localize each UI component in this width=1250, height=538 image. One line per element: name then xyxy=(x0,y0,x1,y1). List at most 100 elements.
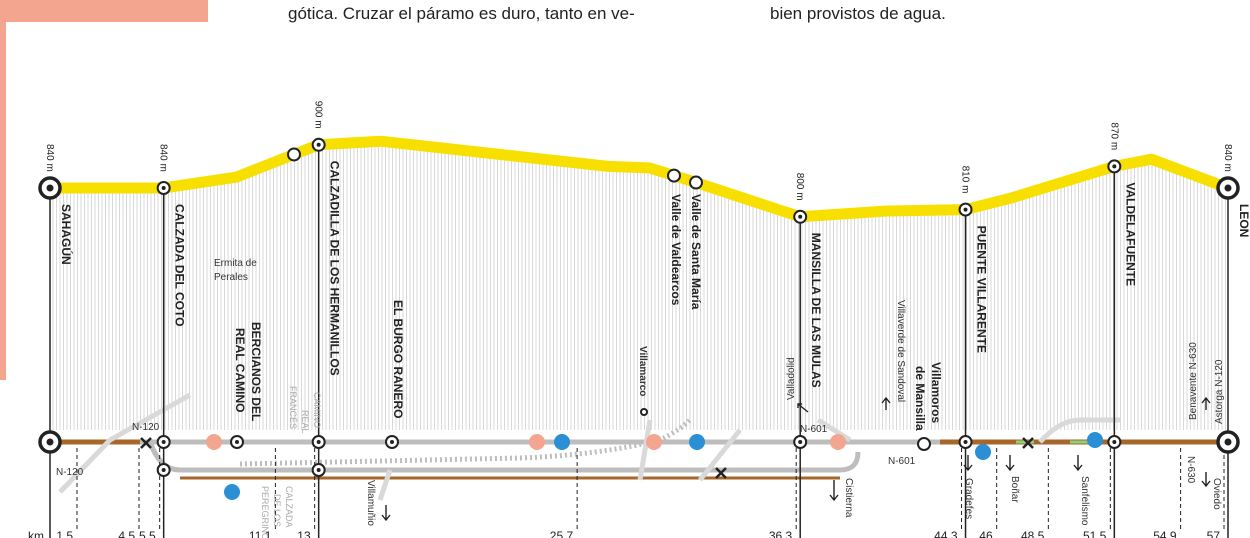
note-astorga: Astorga N-120 xyxy=(1214,359,1225,424)
stop-marker-center xyxy=(316,468,321,472)
church-icon xyxy=(206,434,222,450)
stop-marker-center xyxy=(46,184,54,192)
water-drop-icon xyxy=(689,434,705,450)
label-villamoros: Villamoros xyxy=(929,362,943,423)
town-label: CALZADA DEL COTO xyxy=(173,204,187,326)
km-tick-label: 36.3 xyxy=(769,529,793,538)
note-camino-2: REAL xyxy=(300,410,310,434)
note-n601-b: N-601 xyxy=(888,456,916,467)
note-villamarco: Villamarco xyxy=(637,346,648,396)
direction-arrows xyxy=(381,396,1211,522)
waypoint-marker xyxy=(917,437,931,451)
note-valladolid: Valladolid xyxy=(786,357,797,400)
church-icon xyxy=(830,434,846,450)
stop-marker-center xyxy=(963,440,968,444)
minor-town-labels: EL BURGO RANERO Valle de Santa María Val… xyxy=(233,194,943,431)
stop-marker-center xyxy=(390,440,394,444)
arrow-cistierna xyxy=(829,480,839,502)
label-valle-santa-maria: Valle de Santa María xyxy=(689,194,703,310)
side-road-4 xyxy=(816,417,852,443)
arrow-villaverde xyxy=(881,396,891,410)
town-labels: SAHAGÚN CALZADA DEL COTO CALZADILLA DE LOS… xyxy=(59,161,1250,388)
water-drop-icon xyxy=(224,484,240,500)
intro-text-left: gótica. Cruzar el páramo es duro, tanto … xyxy=(288,4,635,23)
stop-marker-center xyxy=(161,186,166,190)
note-ermita-1: Ermita de xyxy=(214,258,257,269)
km-tick-label: 44.3 xyxy=(934,529,958,538)
left-accent-bar xyxy=(0,0,6,380)
label-bercianos-2: REAL CAMINO xyxy=(233,328,247,412)
arrow-oviedo xyxy=(1201,472,1211,488)
waypoint-marker xyxy=(667,168,681,183)
note-sanfelismo: Sanfelismo xyxy=(1079,476,1090,526)
town-label: VALDELAFUENTE xyxy=(1123,182,1137,286)
arrow-villamunio xyxy=(381,505,391,522)
stop-marker-center xyxy=(235,440,239,444)
side-road-3 xyxy=(698,428,742,482)
waypoint-marker xyxy=(689,175,703,190)
km-tick-label: 25.7 xyxy=(550,529,574,538)
town-label: CALZADILLA DE LOS HERMANILLOS xyxy=(328,161,342,376)
note-camino-1: CAMINO xyxy=(312,392,322,428)
water-drop-icon xyxy=(1087,432,1103,448)
label-el-burgo-ranero: EL BURGO RANERO xyxy=(391,300,405,418)
side-road-6 xyxy=(377,469,393,501)
stop-marker-center xyxy=(798,214,803,219)
altitude-label: 840 m xyxy=(44,144,55,172)
km-tick-label: 11.1 xyxy=(249,529,272,538)
crossings xyxy=(140,437,1034,479)
section-accent-block xyxy=(0,0,208,22)
crossing-2 xyxy=(715,467,727,479)
altitude-label: 900 m xyxy=(313,101,324,129)
km-tick-label: 5.5 xyxy=(139,529,156,538)
arrow-valladolid xyxy=(797,403,809,413)
stop-marker-center xyxy=(316,440,321,444)
note-gradefes: Gradefes xyxy=(963,478,974,519)
church-points xyxy=(206,434,846,450)
note-labels: Ermita de Perales CAMINO REAL FRANCÉS CA… xyxy=(56,258,1225,538)
elevation-hatch xyxy=(52,146,1226,430)
note-n601-a: N-601 xyxy=(800,424,828,435)
km-tick-label: 57 xyxy=(1207,529,1221,538)
water-drop-icon xyxy=(554,434,570,450)
route-stops xyxy=(38,137,1240,477)
town-label: PUENTE VILLARENTE xyxy=(975,226,989,353)
arrow-astorga xyxy=(1201,396,1211,410)
label-de-mansilla: de Mansilla xyxy=(913,366,927,431)
km-tick-label: 51.5 xyxy=(1083,529,1107,538)
town-label: MANSILLA DE LAS MULAS xyxy=(809,233,823,388)
note-calzada-3: PEREGRINO xyxy=(260,486,270,538)
altitude-label: 870 m xyxy=(1108,122,1119,150)
church-icon xyxy=(646,434,662,450)
stop-marker-center xyxy=(46,438,54,446)
water-points xyxy=(224,432,1103,500)
km-unit-label: km xyxy=(28,529,44,538)
stop-marker-center xyxy=(161,468,166,472)
stop-marker-center xyxy=(1112,164,1117,169)
elevation-profile-line xyxy=(44,135,1234,223)
km-tick-label: 1.5 xyxy=(56,529,73,538)
stop-marker-center xyxy=(161,440,166,444)
note-calzada-1: CALZADA xyxy=(284,486,294,528)
note-benavente: Benavente N-630 xyxy=(1188,342,1199,420)
arrow-gradefes xyxy=(963,455,973,472)
stop-marker-center xyxy=(316,142,321,147)
altitude-label: 810 m xyxy=(960,166,971,194)
note-villamunio: Villamuñio xyxy=(365,480,376,526)
town-label: SAHAGÚN xyxy=(59,204,74,265)
label-bercianos-1: BERCIANOS DEL xyxy=(249,322,263,421)
note-cistierna: Cistierna xyxy=(843,478,854,518)
stop-marker-center xyxy=(1224,438,1232,446)
arrow-sanfelismo xyxy=(1073,455,1083,472)
stop-marker-center xyxy=(1224,184,1232,192)
town-label: LEON xyxy=(1237,204,1250,237)
note-ermita-2: Perales xyxy=(214,272,248,283)
path-lower-gray xyxy=(147,441,861,473)
church-icon xyxy=(529,434,545,450)
side-road-2 xyxy=(637,419,653,481)
km-tick-label: 4.5 xyxy=(118,529,135,538)
stop-marker-center xyxy=(1112,440,1117,444)
label-valle-valdearcos: Valle de Valdearcos xyxy=(669,194,683,306)
